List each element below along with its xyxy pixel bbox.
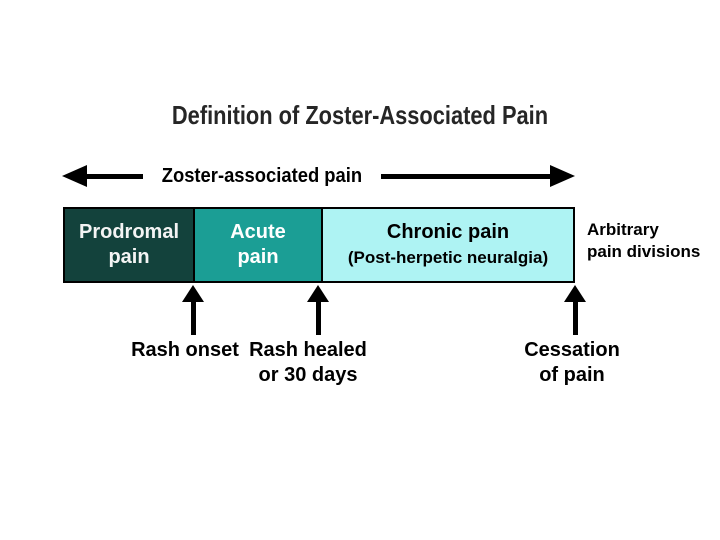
arbitrary-divisions-note: Arbitrary pain divisions bbox=[587, 219, 700, 263]
marker-label-line: or 30 days bbox=[258, 364, 358, 386]
up-arrow-head-icon bbox=[182, 285, 204, 302]
rash-healed-label: Rash healed or 30 days bbox=[223, 338, 393, 388]
span-arrow-label: Zoster-associated pain bbox=[161, 164, 363, 187]
arrow-line-left bbox=[87, 173, 143, 179]
arrow-right-head-icon bbox=[550, 165, 575, 187]
rash-onset-label: Rash onset bbox=[100, 338, 270, 363]
marker-label-line: of pain bbox=[539, 364, 605, 386]
arrow-left-head-icon bbox=[62, 165, 87, 187]
cessation-of-pain-label: Cessation of pain bbox=[487, 338, 657, 388]
segment-label: pain bbox=[108, 246, 150, 268]
arrow-line-right bbox=[380, 173, 550, 179]
bar-segment-3: Chronic pain (Post-herpetic neuralgia) bbox=[321, 209, 573, 281]
zoster-span-arrow: Zoster-associated pain bbox=[62, 161, 575, 191]
up-arrow-head-icon bbox=[307, 285, 329, 302]
side-note-line: pain divisions bbox=[587, 242, 701, 261]
bar-segment-1: Prodromal pain bbox=[65, 209, 193, 281]
up-arrow-stem bbox=[572, 302, 578, 335]
marker-label-line: Cessation bbox=[524, 339, 620, 361]
marker-label-line: Rash healed bbox=[249, 339, 367, 361]
segment-label: Chronic pain bbox=[386, 221, 510, 243]
segment-label: (Post-herpetic neuralgia) bbox=[347, 248, 549, 267]
rash-onset-arrow-icon bbox=[182, 285, 204, 335]
cessation-arrow-icon bbox=[564, 285, 586, 335]
segment-label: Acute bbox=[230, 221, 286, 243]
up-arrow-head-icon bbox=[564, 285, 586, 302]
segment-label: Prodromal bbox=[78, 221, 180, 243]
bar-segment-2: Acute pain bbox=[193, 209, 321, 281]
segment-label: pain bbox=[237, 246, 279, 268]
up-arrow-stem bbox=[190, 302, 196, 335]
pain-phase-bar: Prodromal pain Acute pain Chronic pain (… bbox=[63, 207, 575, 283]
rash-healed-arrow-icon bbox=[307, 285, 329, 335]
marker-label-line: Rash onset bbox=[131, 339, 239, 361]
page-title: Definition of Zoster-Associated Pain bbox=[171, 100, 549, 130]
up-arrow-stem bbox=[315, 302, 321, 335]
side-note-line: Arbitrary bbox=[587, 220, 659, 239]
